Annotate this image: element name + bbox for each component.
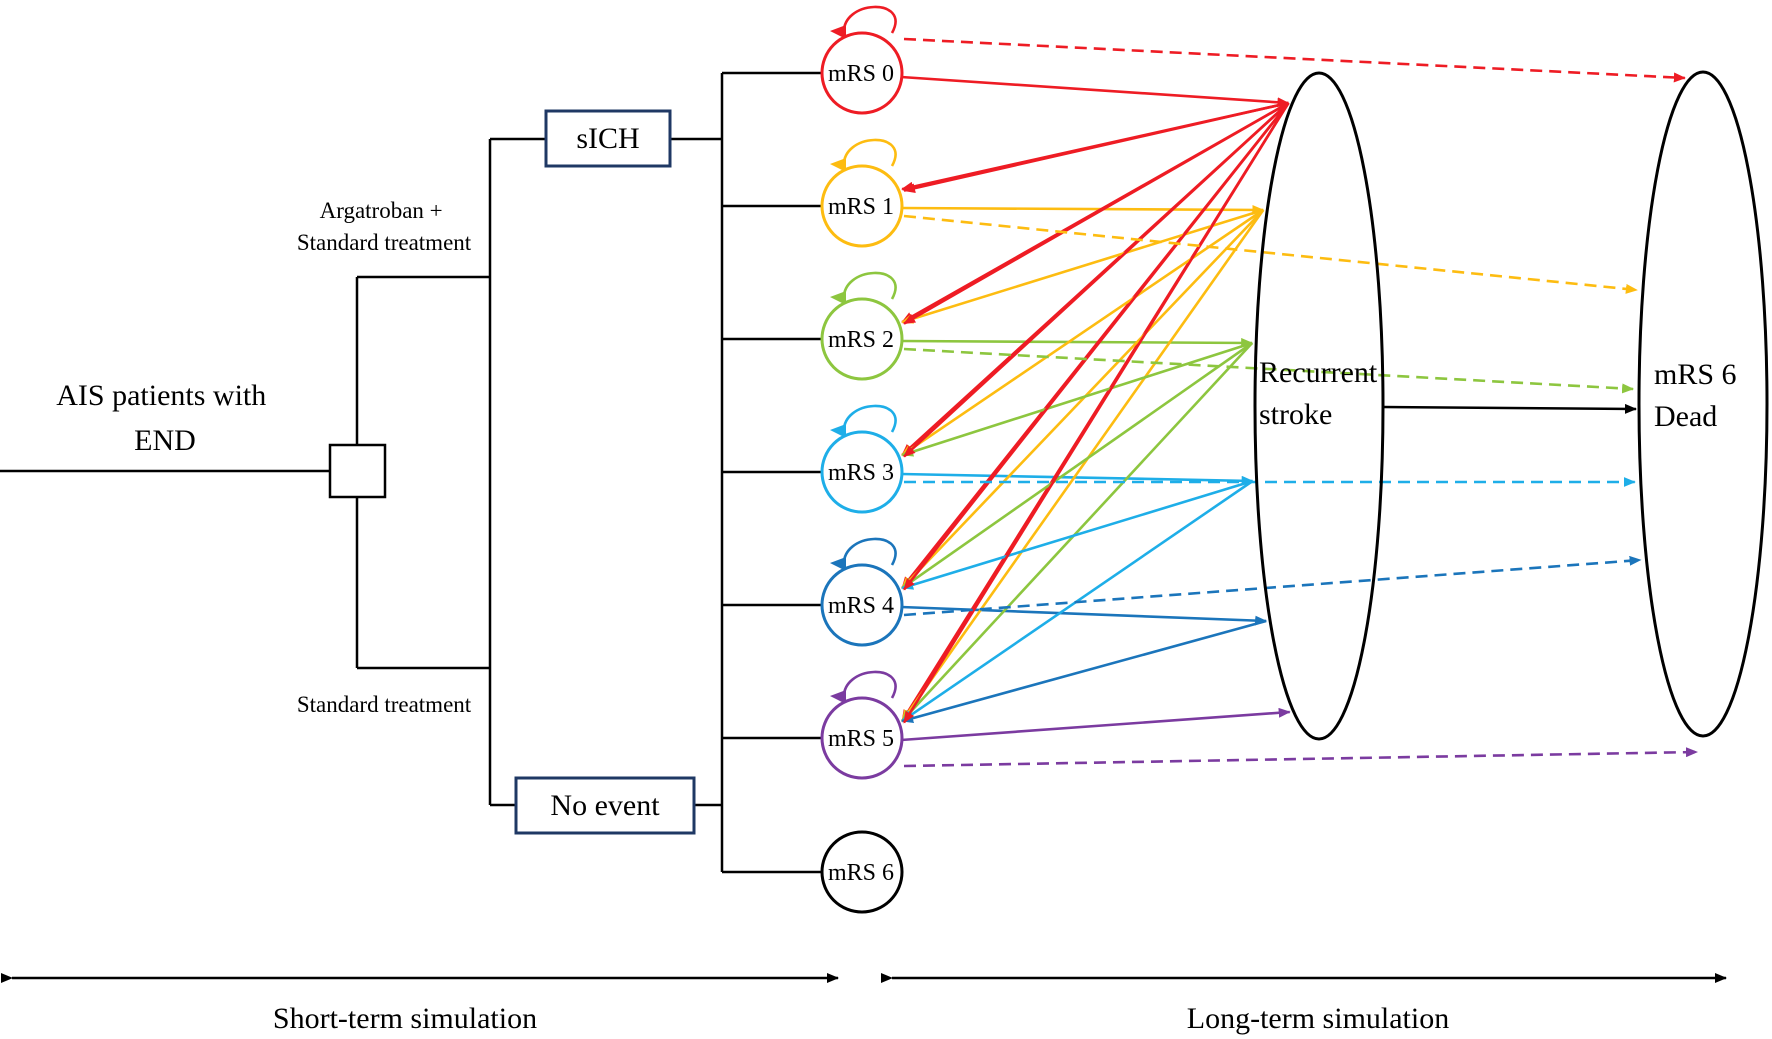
- state-4-circle: [820, 563, 904, 647]
- dead-label: mRS 6 Dead: [1654, 358, 1744, 433]
- state-0-circle: [820, 31, 904, 115]
- timeline: Short-term simulation Long-term simulati…: [1, 973, 1727, 1035]
- root-label-line-1: AIS patients with: [56, 379, 266, 412]
- death-arrows: [903, 37, 1698, 768]
- no-event-label: No event: [550, 789, 660, 822]
- recurrent-stroke-label-line-2: stroke: [1259, 398, 1332, 431]
- state-1-self-loop: [842, 138, 897, 169]
- state-node-mrs-3: mRS 3: [820, 404, 904, 514]
- state-3-self-loop: [842, 404, 897, 435]
- dead-label-line-1: mRS 6: [1654, 358, 1737, 391]
- state-3-label: mRS 3: [828, 460, 894, 486]
- recurrent-to-state-3-arrow: [903, 102, 1290, 458]
- state-1-self-loop-head: [830, 158, 846, 172]
- state-node-mrs-2: mRS 2: [820, 271, 904, 381]
- state-1-to-recurrent-arrow: [901, 204, 1265, 215]
- recurrent-stroke-label: Recurrent stroke: [1259, 356, 1385, 431]
- state-4-to-recurrent-arrow: [901, 605, 1268, 626]
- state-3-to-recurrent-arrow: [901, 472, 1254, 486]
- recurrent-to-state-5-arrow: [902, 102, 1290, 724]
- treatment-arm-label-line-1: Argatroban +: [320, 198, 443, 223]
- state-5-circle: [820, 696, 904, 780]
- long-term-label: Long-term simulation: [1187, 1002, 1449, 1035]
- recurrent-to-state-5-arrow: [901, 342, 1254, 722]
- recurrent-stroke-label-line-1: Recurrent: [1259, 356, 1378, 389]
- root-label-line-2: END: [134, 424, 196, 457]
- state-node-mrs-6: mRS 6: [820, 830, 904, 914]
- state-node-mrs-1: mRS 1: [820, 138, 904, 248]
- state-2-self-loop: [842, 271, 897, 302]
- dead-label-line-2: Dead: [1654, 400, 1717, 433]
- state-1-to-dead-arrow: [903, 214, 1638, 294]
- sich-box: [544, 109, 672, 168]
- control-arm-label: Standard treatment: [297, 692, 472, 717]
- state-1-circle: [820, 164, 904, 248]
- recurrent-to-state-4-arrow: [902, 102, 1290, 591]
- state-4-label: mRS 4: [828, 593, 894, 619]
- state-0-self-loop: [842, 5, 897, 36]
- transition-arrows: [900, 75, 1291, 742]
- sich-label: sICH: [576, 122, 639, 155]
- recurrent-to-state-5-arrow: [901, 209, 1265, 722]
- recurrent-to-state-2-arrow: [901, 208, 1264, 324]
- state-3-circle: [820, 430, 904, 514]
- state-6-circle: [820, 830, 904, 914]
- health-state-nodes: mRS 0 mRS 1 mRS 2 mRS 3 mRS 4 mRS 5 mRS 6: [820, 5, 904, 914]
- recurrent-to-state-4-arrow: [901, 479, 1254, 590]
- state-2-circle: [820, 297, 904, 381]
- state-branch-lines: [722, 71, 822, 874]
- short-term-label: Short-term simulation: [273, 1002, 537, 1035]
- recurrent-to-state-1-arrow: [903, 101, 1289, 194]
- recurrent-to-state-3-arrow: [901, 208, 1264, 457]
- state-5-label: mRS 5: [828, 726, 894, 752]
- state-2-to-dead-arrow: [903, 347, 1635, 394]
- decision-node: [328, 443, 387, 499]
- state-node-mrs-0: mRS 0: [820, 5, 904, 115]
- recurrent-to-state-2-arrow: [903, 101, 1290, 325]
- state-6-label: mRS 6: [828, 860, 894, 886]
- state-5-to-recurrent-arrow: [901, 707, 1291, 742]
- recurrent-stroke-ellipse: [1253, 71, 1385, 741]
- state-5-self-loop-head: [830, 690, 846, 704]
- state-4-self-loop: [842, 537, 897, 568]
- state-2-self-loop-head: [830, 291, 846, 305]
- state-1-label: mRS 1: [828, 194, 894, 220]
- decision-tree: [0, 71, 822, 874]
- state-node-mrs-5: mRS 5: [820, 670, 904, 780]
- no-event-box: [514, 776, 696, 835]
- recurrent-to-dead-arrow: [1382, 403, 1637, 414]
- state-0-self-loop-head: [830, 25, 846, 39]
- state-2-to-recurrent-arrow: [901, 337, 1254, 348]
- treatment-arm-label: Argatroban + Standard treatment: [297, 198, 472, 255]
- state-node-mrs-4: mRS 4: [820, 537, 904, 647]
- dead-ellipse: [1637, 70, 1769, 738]
- state-0-to-recurrent-arrow: [901, 75, 1290, 108]
- state-4-to-dead-arrow: [903, 555, 1642, 617]
- treatment-arm-label-line-2: Standard treatment: [297, 230, 472, 255]
- recurrent-to-state-3-arrow: [901, 341, 1253, 457]
- recurrent-to-state-5-arrow: [901, 619, 1267, 723]
- state-0-to-dead-arrow: [903, 37, 1686, 83]
- state-5-self-loop: [842, 670, 897, 701]
- recurrent-to-state-4-arrow: [901, 341, 1253, 590]
- recurrent-to-state-4-arrow: [901, 209, 1265, 589]
- state-4-self-loop-head: [830, 557, 846, 571]
- state-5-to-dead-arrow: [903, 747, 1698, 768]
- state-3-self-loop-head: [830, 424, 846, 438]
- state-0-label: mRS 0: [828, 61, 894, 87]
- root-label: AIS patients with END: [56, 379, 274, 457]
- state-2-label: mRS 2: [828, 327, 894, 353]
